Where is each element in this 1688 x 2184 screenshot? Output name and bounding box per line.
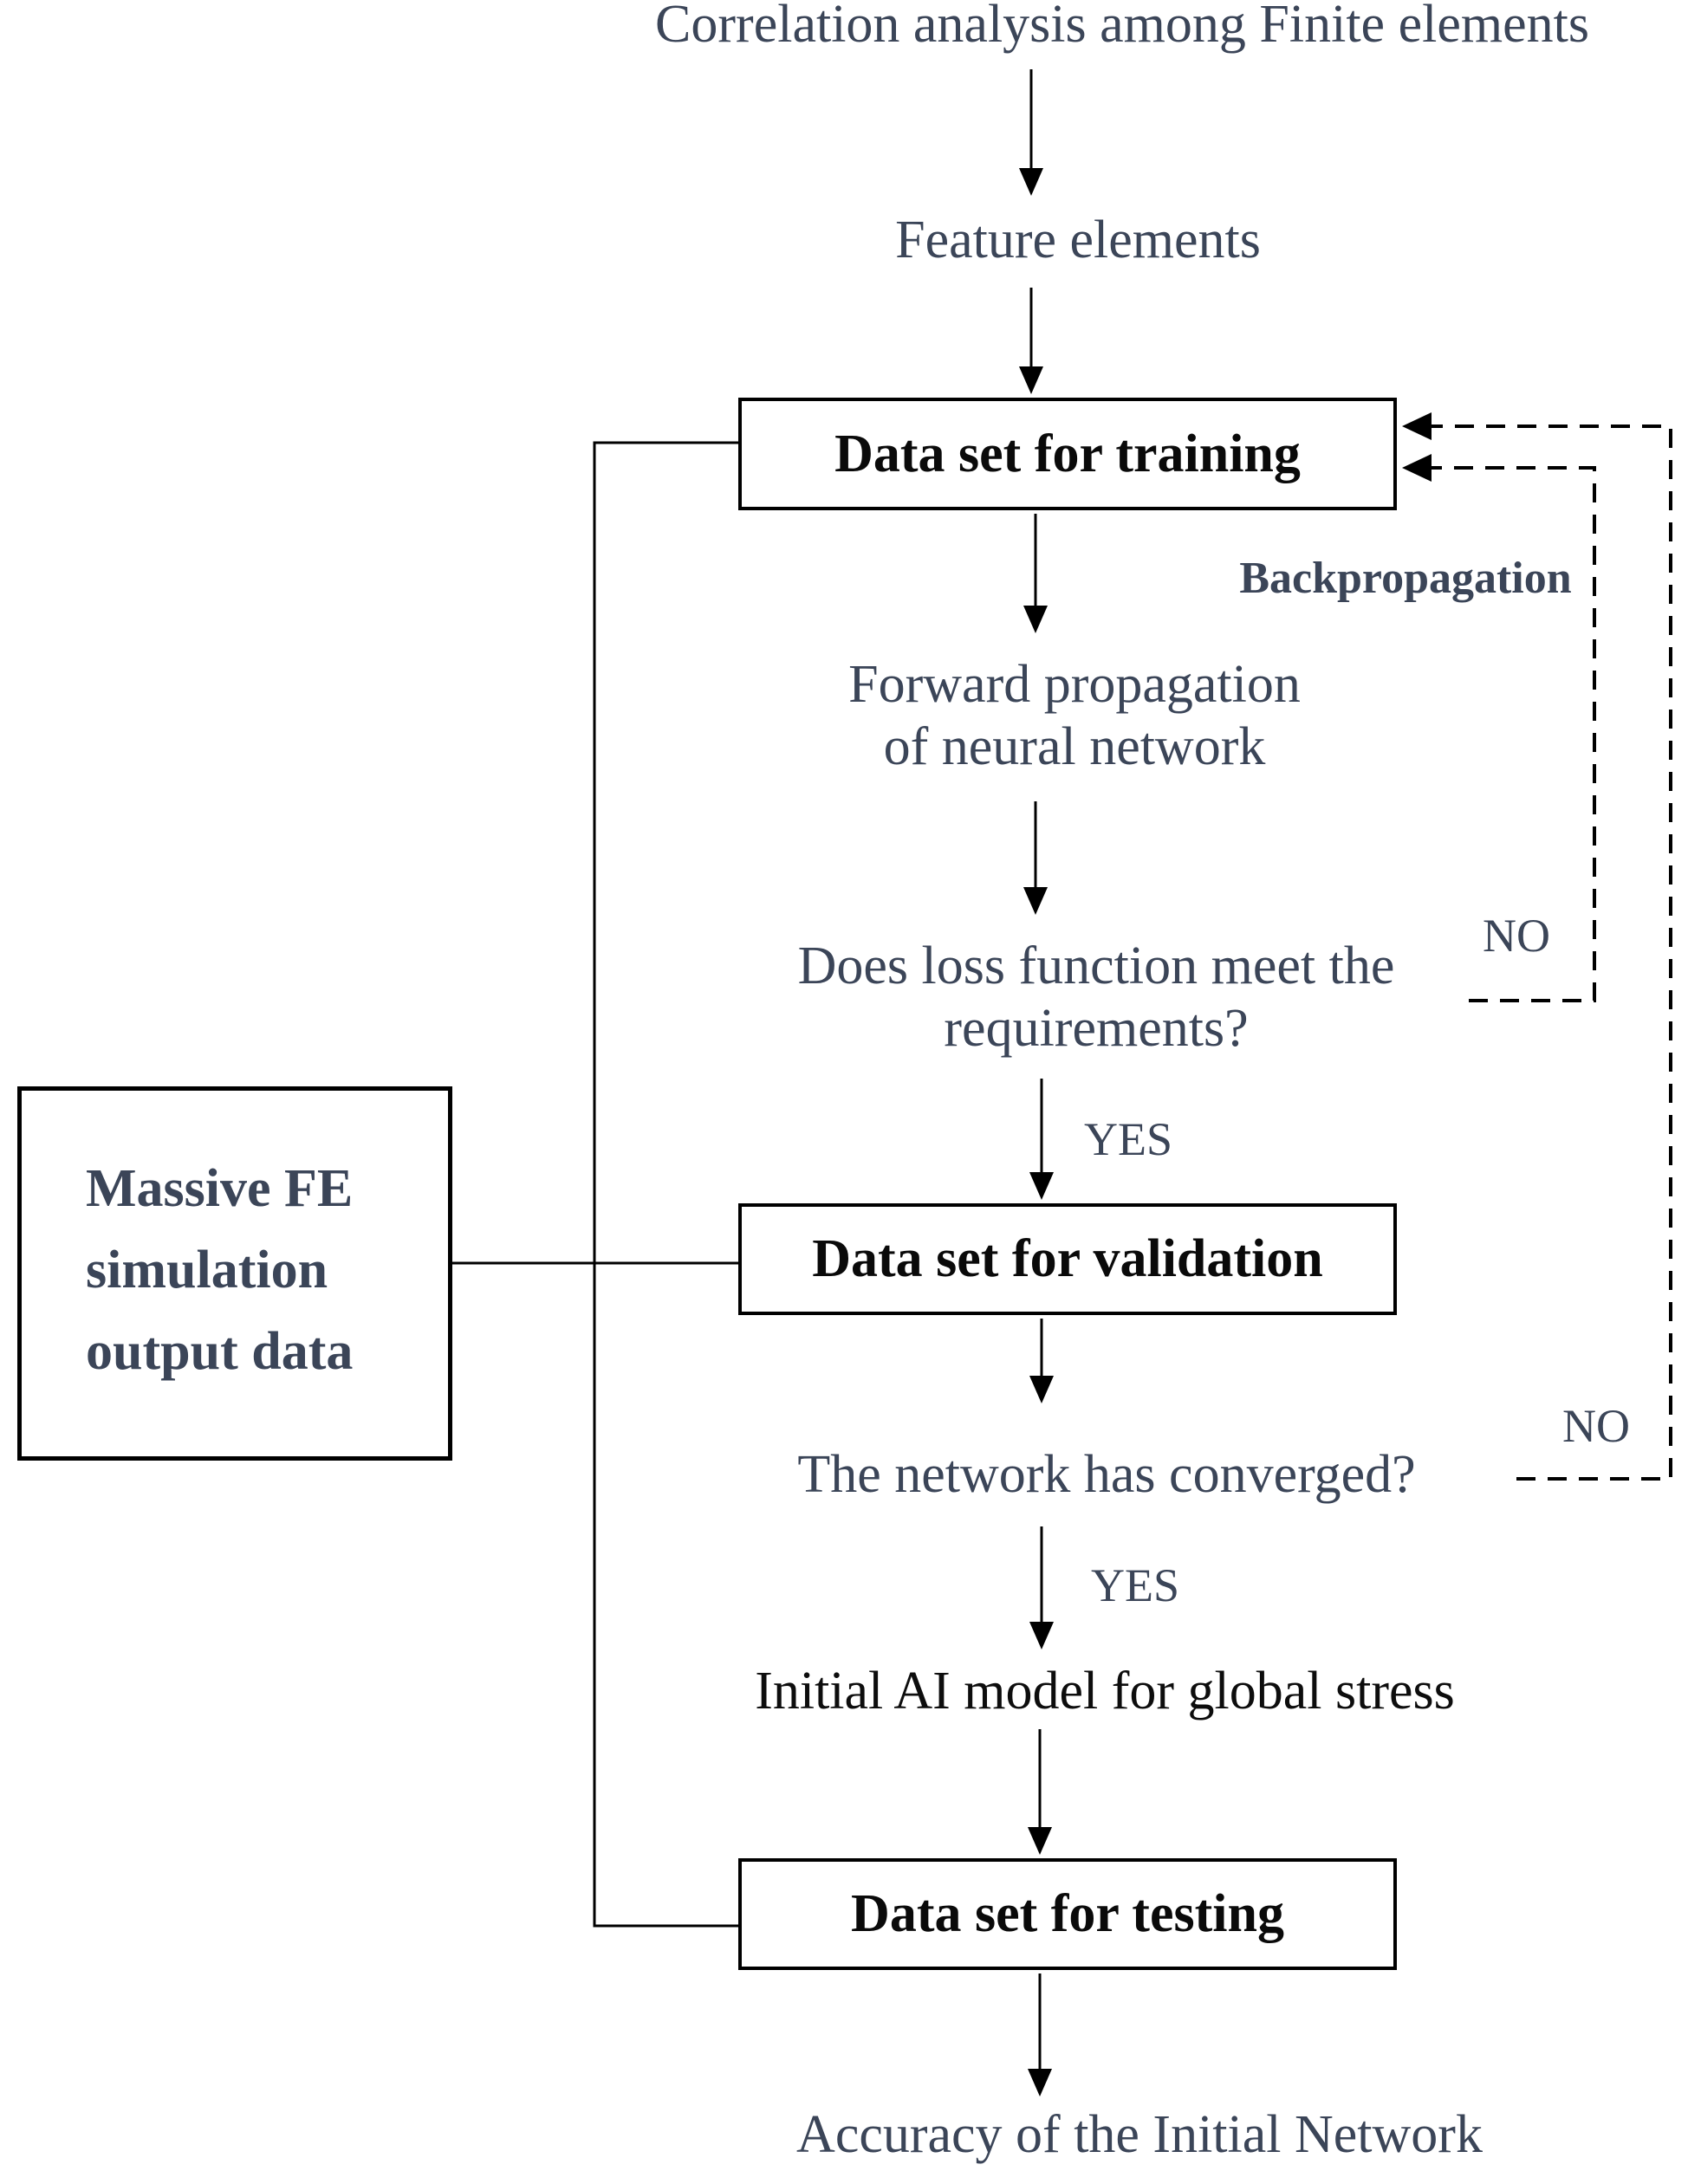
feature-elements-label: Feature elements	[895, 211, 1261, 269]
loss-question-label: Does loss function meet the requirements…	[798, 935, 1395, 1060]
validation-box: Data set for validation	[738, 1203, 1397, 1315]
converged-yes-label: YES	[1090, 1559, 1180, 1611]
forward-propagation-line1: Forward propagation	[848, 655, 1301, 714]
loss-yes-label: YES	[1083, 1113, 1173, 1165]
left-distribution-line	[593, 441, 738, 1928]
converged-no-loop	[1432, 424, 1672, 1481]
backpropagation-loop	[1432, 466, 1596, 1002]
training-box-label: Data set for training	[834, 424, 1301, 483]
massive-fe-line1: Massive FE	[86, 1159, 354, 1218]
arrow-yes-to-validation	[1029, 1079, 1054, 1200]
testing-box: Data set for testing	[738, 1858, 1397, 1970]
arrow-yes-to-initial-model	[1029, 1526, 1054, 1649]
massive-fe-box: Massive FE simulation output data	[17, 1086, 452, 1461]
loss-question-line2: requirements?	[944, 999, 1249, 1058]
massive-fe-line2: simulation	[86, 1241, 328, 1299]
validation-box-label: Data set for validation	[812, 1229, 1323, 1288]
loss-question-line1: Does loss function meet the	[797, 936, 1395, 995]
arrow-title-to-feature	[1019, 69, 1043, 196]
testing-box-label: Data set for testing	[851, 1884, 1284, 1943]
backpropagation-label: Backpropagation	[1239, 554, 1572, 603]
converged-no-label: NO	[1562, 1400, 1630, 1452]
arrow-feature-to-training	[1019, 288, 1043, 394]
converged-no-arrowhead	[1402, 412, 1432, 440]
training-box: Data set for training	[738, 398, 1397, 510]
converged-question-label: The network has converged?	[797, 1445, 1416, 1504]
backpropagation-arrowhead	[1402, 454, 1432, 482]
arrow-validation-to-converged	[1029, 1319, 1054, 1403]
arrow-forward-to-loss	[1023, 801, 1048, 915]
massive-fe-line3: output data	[86, 1322, 354, 1381]
loss-no-label: NO	[1483, 910, 1550, 962]
title-correlation-analysis: Correlation analysis among Finite elemen…	[655, 0, 1589, 54]
arrow-initial-model-to-testing	[1028, 1729, 1052, 1855]
forward-propagation-line2: of neural network	[883, 717, 1266, 776]
arrow-training-to-forward	[1023, 514, 1048, 633]
accuracy-label: Accuracy of the Initial Network	[796, 2105, 1483, 2164]
initial-model-label: Initial AI model for global stress	[755, 1662, 1455, 1721]
forward-propagation-label: Forward propagation of neural network	[848, 653, 1301, 778]
arrow-testing-to-accuracy	[1028, 1973, 1052, 2097]
